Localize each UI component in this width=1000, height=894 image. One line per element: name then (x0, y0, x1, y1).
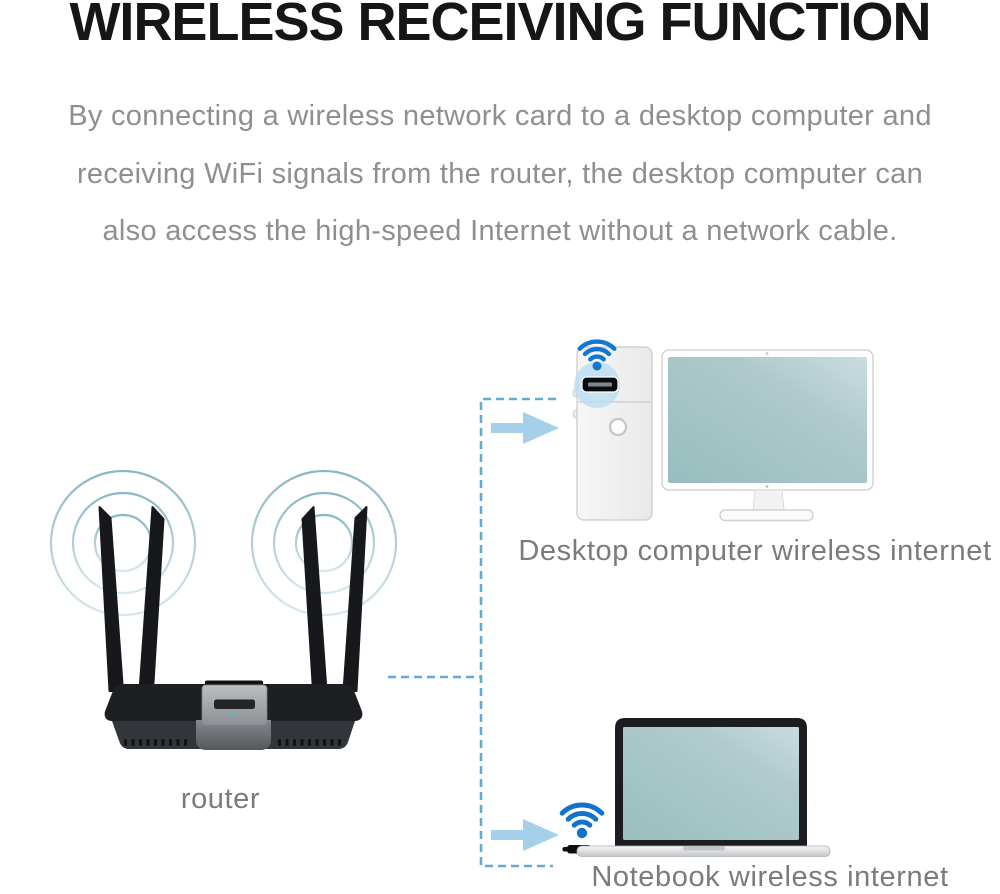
wifi-ripple-icon (250, 469, 398, 617)
laptop-notch (683, 846, 725, 851)
laptop-base (576, 845, 831, 857)
adapter-print (588, 382, 612, 387)
brand-logo-bar (214, 699, 255, 709)
router-label: router (180, 783, 261, 815)
arrow-right-icon (491, 412, 559, 444)
notebook-label: Notebook wireless internet (591, 861, 949, 893)
laptop-screen (623, 727, 799, 840)
arrow-right-icon (491, 819, 559, 851)
status-led (229, 713, 238, 716)
wifi-signal-icon (559, 802, 605, 839)
desktop-tower-illustration (572, 339, 653, 521)
laptop-illustration (559, 718, 831, 857)
monitor-illustration (661, 349, 874, 522)
wifi-ripple-icon (49, 469, 197, 617)
monitor-neck (752, 489, 785, 511)
monitor-base (719, 509, 814, 522)
description-line-2: receiving WiFi signals from the router, … (76, 157, 924, 190)
router-antennas (98, 506, 368, 692)
camera-dot (765, 352, 769, 355)
description-paragraph: By connecting a wireless network card to… (0, 88, 1000, 261)
description-line-1: By connecting a wireless network card to… (68, 100, 932, 132)
logo-dot (765, 485, 769, 488)
description-line-3: also access the high-speed Internet with… (102, 215, 898, 247)
router-illustration (49, 469, 398, 750)
usb-wifi-adapter-tip (562, 847, 570, 852)
page-title: WIRELESS RECEIVING FUNCTION (69, 0, 931, 52)
power-button (608, 417, 628, 437)
desktop-label: Desktop computer wireless internet (518, 535, 992, 567)
router-front-tab (196, 720, 271, 750)
monitor-screen (668, 357, 867, 483)
connector-dashes (388, 397, 556, 868)
wifi-signal-icon (577, 339, 617, 371)
